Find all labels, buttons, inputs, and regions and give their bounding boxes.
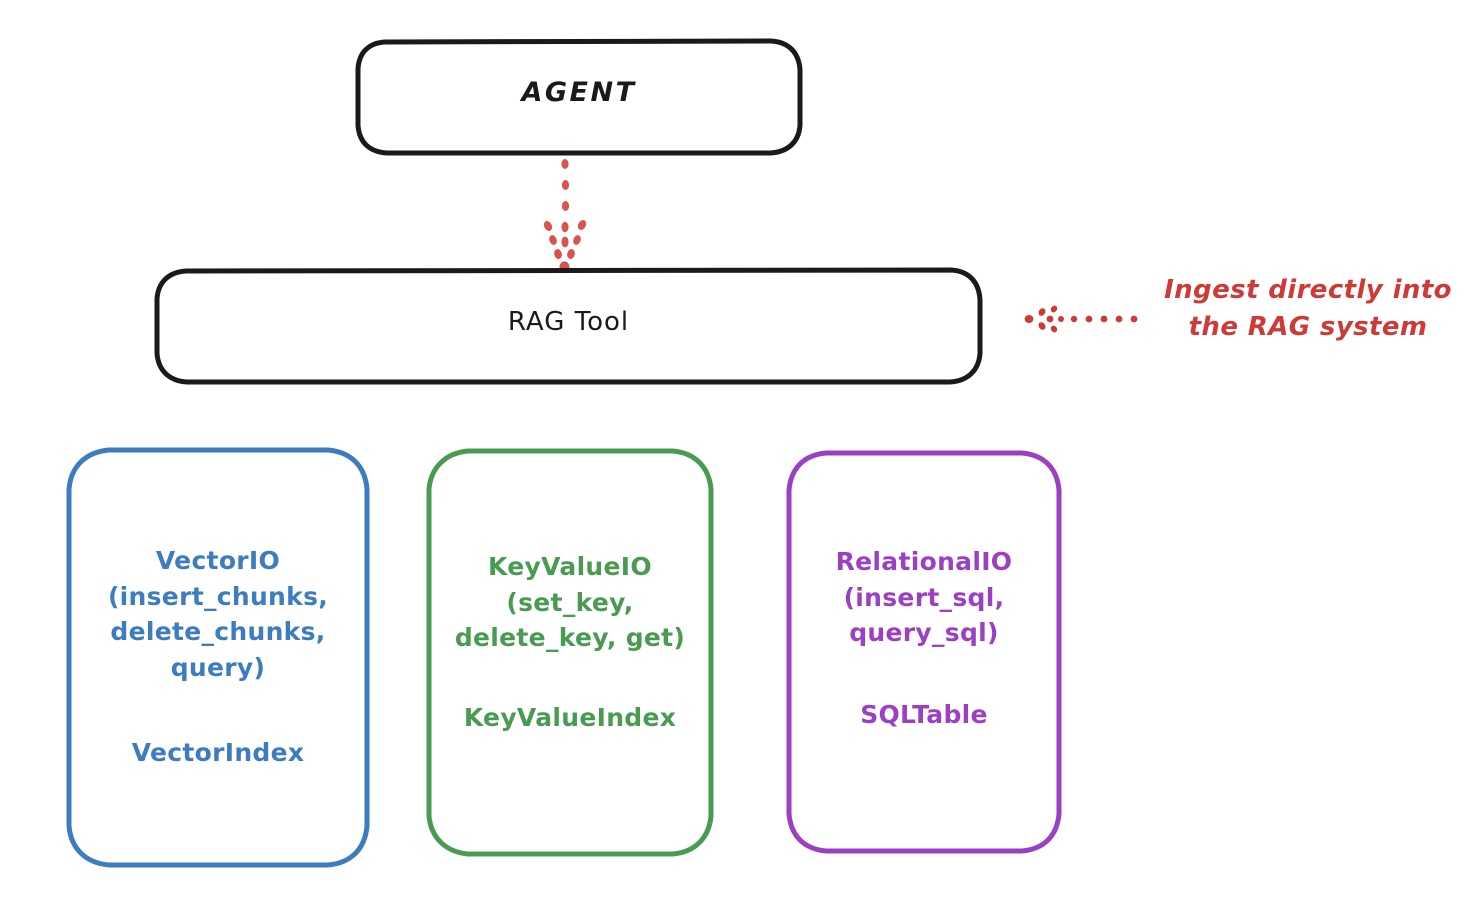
key-value-io-label: KeyValueIO (set_key, delete_key, get): [454, 552, 686, 652]
dotted-arrow-left-icon: [1020, 300, 1140, 336]
rag-tool-label: RAG Tool: [507, 307, 630, 337]
node-rag-tool[interactable]: RAG Tool: [154, 267, 983, 385]
node-key-value-io[interactable]: KeyValueIO (set_key, delete_key, get) Ke…: [426, 448, 714, 857]
vector-io-sublabel: VectorIndex: [131, 738, 305, 767]
dotted-arrow-down-icon: [543, 159, 587, 273]
node-agent[interactable]: AGENT: [355, 38, 803, 156]
agent-label: AGENT: [521, 77, 637, 108]
relational-io-label: RelationalIO (insert_sql, query_sql): [835, 547, 1013, 647]
annotation-ingest: Ingest directly into the RAG system: [1020, 272, 1484, 367]
relational-io-box-outline: [786, 450, 1062, 854]
key-value-io-sublabel: KeyValueIndex: [463, 703, 677, 732]
vector-io-label: VectorIO (insert_chunks, delete_chunks, …: [107, 546, 329, 682]
relational-io-sublabel: SQLTable: [860, 700, 988, 729]
agent-box-outline: [355, 38, 803, 156]
rag-tool-box-outline: [154, 267, 983, 385]
dotted-arrow-left-glyph: [1024, 305, 1138, 333]
connector-agent-to-rag-tool: [520, 150, 610, 275]
node-relational-io[interactable]: RelationalIO (insert_sql, query_sql) SQL…: [786, 450, 1062, 854]
ingest-annotation-text: Ingest directly into the RAG system: [1164, 275, 1452, 342]
vector-io-box-outline: [66, 447, 370, 868]
node-vector-io[interactable]: VectorIO (insert_chunks, delete_chunks, …: [66, 447, 370, 868]
key-value-io-box-outline: [426, 448, 714, 857]
